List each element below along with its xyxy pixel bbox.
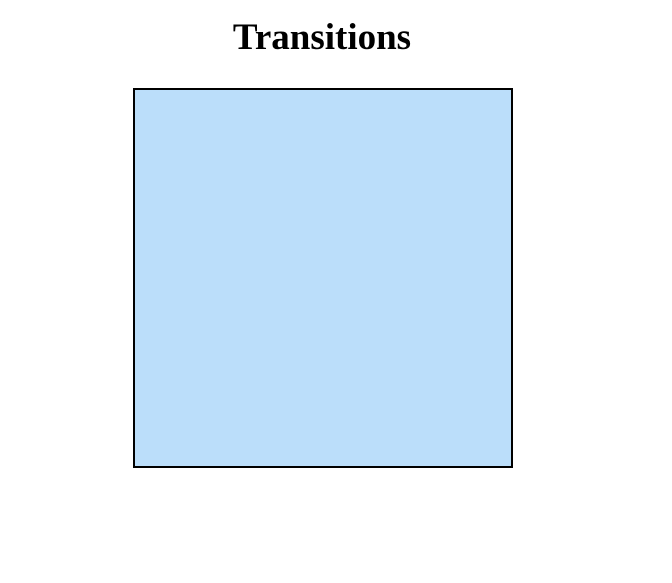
page-title: Transitions (232, 17, 412, 58)
transition-box[interactable] (133, 88, 513, 468)
